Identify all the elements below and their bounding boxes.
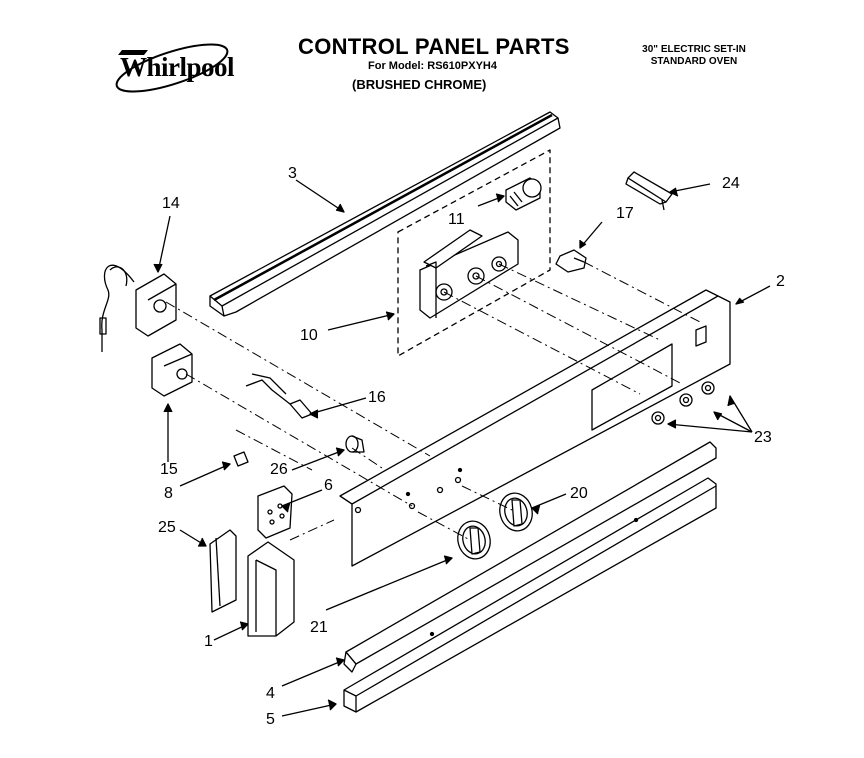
part-11-switch — [505, 177, 542, 211]
part-4-lower-trim — [343, 441, 717, 673]
logo-swoosh-graphic — [115, 43, 229, 93]
callout-3: 3 — [288, 165, 297, 182]
callout-17: 17 — [616, 205, 634, 222]
part-15-terminal-block — [151, 343, 193, 397]
part-23-grommets — [651, 381, 715, 425]
leader-arrows — [153, 179, 771, 717]
page-title: CONTROL PANEL PARTS — [298, 34, 570, 59]
callout-20: 20 — [570, 485, 588, 502]
model-line: For Model: RS610PXYH4 — [368, 60, 497, 72]
part-16-wire-harness — [245, 373, 313, 419]
callout-26: 26 — [270, 461, 288, 478]
part-5-bottom-trim — [343, 477, 717, 713]
callout-8: 8 — [164, 485, 173, 502]
part-21-knob — [457, 520, 491, 560]
callout-25: 25 — [158, 519, 176, 536]
callout-1: 1 — [204, 633, 213, 650]
part-6-bracket-plate — [257, 485, 293, 539]
whirlpool-logo: Whirlpool — [112, 38, 247, 108]
callout-10: 10 — [300, 327, 318, 344]
part-10-switch-housing — [397, 149, 551, 357]
finish-label: (BRUSHED CHROME) — [352, 77, 487, 92]
oven-type-line2: STANDARD OVEN — [650, 56, 738, 67]
callout-11: 11 — [448, 211, 465, 228]
callout-2: 2 — [776, 273, 785, 290]
assembly-lines — [165, 261, 701, 541]
part-25-side-cover — [209, 529, 237, 613]
callout-24: 24 — [722, 175, 740, 192]
part-20-knob — [499, 492, 533, 532]
brand-name: Whirlpool — [120, 52, 235, 82]
part-17-connector — [555, 249, 587, 273]
oven-type-label: 30" ELECTRIC SET-IN STANDARD OVEN — [629, 44, 759, 68]
oven-type-line1: 30" ELECTRIC SET-IN — [642, 44, 746, 55]
part-2-control-panel — [339, 289, 731, 567]
callout-15: 15 — [160, 461, 178, 478]
callout-6: 6 — [324, 477, 333, 494]
callout-5: 5 — [266, 711, 275, 728]
callout-14: 14 — [162, 195, 180, 212]
callout-21: 21 — [310, 619, 328, 636]
part-1-end-cap — [247, 541, 295, 637]
part-3-top-trim — [209, 111, 561, 317]
part-14-thermostat — [99, 264, 177, 352]
callout-23: 23 — [754, 429, 772, 446]
callout-4: 4 — [266, 685, 275, 702]
part-24-bracket — [625, 171, 673, 211]
part-8-clip — [233, 451, 249, 467]
callout-16: 16 — [368, 389, 386, 406]
